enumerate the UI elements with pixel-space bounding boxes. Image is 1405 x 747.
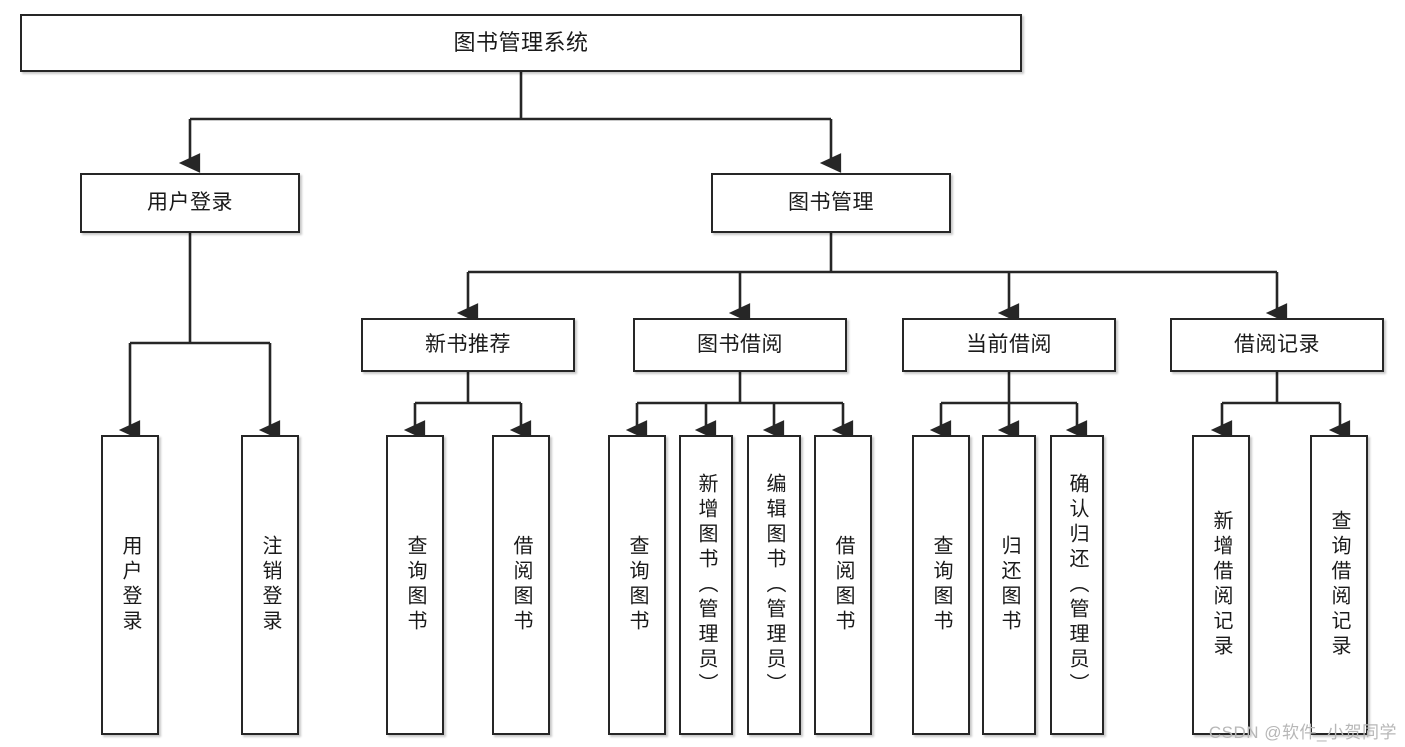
leaf-return-book[interactable]: 归还图书 xyxy=(982,435,1036,735)
leaf-query-borrow-record[interactable]: 查询借阅记录 xyxy=(1310,435,1368,735)
leaf-logout[interactable]: 注销登录 xyxy=(241,435,299,735)
node-label: 借阅图书 xyxy=(510,535,532,635)
node-label: 确认归还（管理员） xyxy=(1066,472,1088,698)
node-label: 新增图书（管理员） xyxy=(695,472,717,698)
leaf-confirm-return-admin[interactable]: 确认归还（管理员） xyxy=(1050,435,1104,735)
node-label: 图书管理 xyxy=(788,190,874,214)
node-label: 图书借阅 xyxy=(697,332,783,356)
leaf-add-borrow-record[interactable]: 新增借阅记录 xyxy=(1192,435,1250,735)
node-label: 新增借阅记录 xyxy=(1210,510,1232,660)
node-book-management[interactable]: 图书管理 xyxy=(711,173,951,233)
node-label: 注销登录 xyxy=(259,535,281,635)
node-label: 借阅图书 xyxy=(832,535,854,635)
leaf-edit-book-admin[interactable]: 编辑图书（管理员） xyxy=(747,435,801,735)
node-borrowing-record[interactable]: 借阅记录 xyxy=(1170,318,1384,372)
node-label: 编辑图书（管理员） xyxy=(763,472,785,698)
node-label: 查询借阅记录 xyxy=(1328,510,1350,660)
node-label: 用户登录 xyxy=(119,535,141,635)
leaf-query-book-current[interactable]: 查询图书 xyxy=(912,435,970,735)
leaf-add-book-admin[interactable]: 新增图书（管理员） xyxy=(679,435,733,735)
node-label: 图书管理系统 xyxy=(453,30,589,56)
leaf-borrow-book[interactable]: 借阅图书 xyxy=(814,435,872,735)
node-label: 查询图书 xyxy=(404,535,426,635)
node-book-borrowing[interactable]: 图书借阅 xyxy=(633,318,847,372)
node-new-book-recommendation[interactable]: 新书推荐 xyxy=(361,318,575,372)
node-current-borrowing[interactable]: 当前借阅 xyxy=(902,318,1116,372)
node-user-login[interactable]: 用户登录 xyxy=(80,173,300,233)
node-label: 用户登录 xyxy=(147,190,233,214)
leaf-query-book-recommend[interactable]: 查询图书 xyxy=(386,435,444,735)
node-root-book-management-system[interactable]: 图书管理系统 xyxy=(20,14,1022,72)
watermark: CSDN @软件_小贺同学 xyxy=(1208,723,1397,742)
leaf-user-login[interactable]: 用户登录 xyxy=(101,435,159,735)
node-label: 查询图书 xyxy=(626,535,648,635)
leaf-query-book-borrow[interactable]: 查询图书 xyxy=(608,435,666,735)
leaf-borrow-book-recommend[interactable]: 借阅图书 xyxy=(492,435,550,735)
node-label: 查询图书 xyxy=(930,535,952,635)
node-label: 新书推荐 xyxy=(425,332,511,356)
node-label: 归还图书 xyxy=(998,535,1020,635)
node-label: 当前借阅 xyxy=(966,332,1052,356)
node-label: 借阅记录 xyxy=(1234,332,1320,356)
